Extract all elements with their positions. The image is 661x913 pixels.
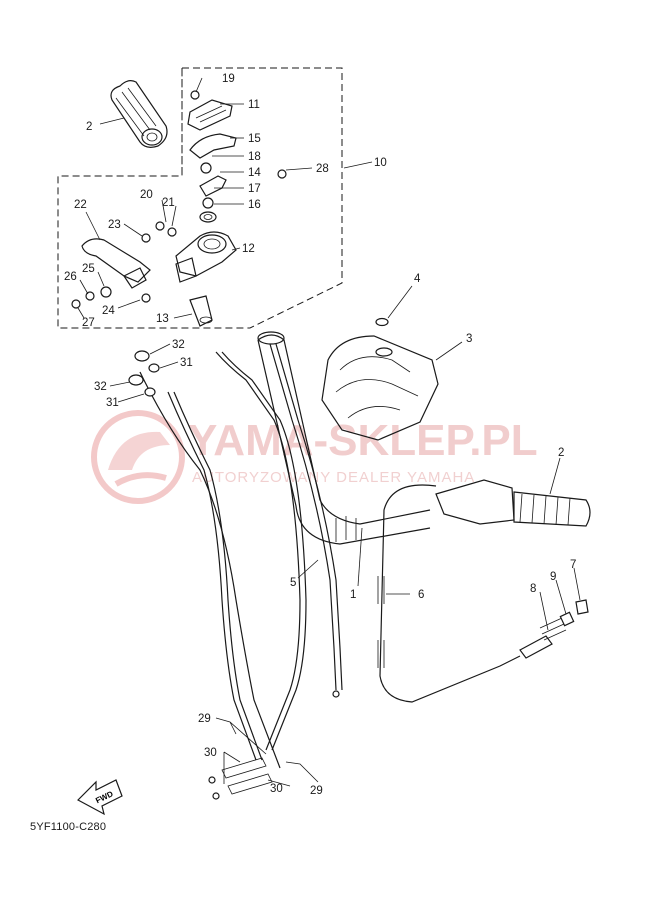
throttle-cable — [377, 484, 589, 703]
watermark: YAMA-SKLEP.PL AUTORYZOWANY DEALER YAMAHA — [91, 410, 538, 504]
brake-lever — [71, 221, 177, 309]
watermark-tagline: AUTORYZOWANY DEALER YAMAHA — [192, 469, 475, 486]
label-3: 3 — [466, 333, 472, 345]
label-2-right: 2 — [558, 447, 564, 459]
leader-lines — [77, 77, 581, 787]
watermark-logo — [91, 410, 185, 504]
label-32-bottom: 32 — [94, 381, 107, 393]
label-15: 15 — [248, 133, 261, 145]
label-32-top: 32 — [172, 339, 185, 351]
diagram-code: 5YF1100-C280 — [30, 821, 107, 833]
label-1: 1 — [350, 589, 356, 601]
label-8: 8 — [530, 583, 536, 595]
label-27: 27 — [82, 317, 95, 329]
label-26: 26 — [64, 271, 77, 283]
label-12: 12 — [242, 243, 255, 255]
part-labels: 2 19 11 15 18 14 17 16 28 10 12 20 21 22… — [64, 73, 576, 797]
label-23: 23 — [108, 219, 121, 231]
left-grip — [110, 80, 168, 148]
cables — [139, 343, 343, 800]
label-21: 21 — [162, 197, 175, 209]
watermark-brand: YAMA-SKLEP.PL — [188, 416, 538, 465]
label-29-right: 29 — [310, 785, 323, 797]
label-6: 6 — [418, 589, 424, 601]
washers — [128, 350, 160, 397]
label-5: 5 — [290, 577, 296, 589]
label-9: 9 — [550, 571, 556, 583]
label-16: 16 — [248, 199, 261, 211]
throttle-housing — [321, 317, 439, 441]
label-13: 13 — [156, 313, 169, 325]
label-20: 20 — [140, 189, 153, 201]
label-31-top: 31 — [180, 357, 193, 369]
label-18: 18 — [248, 151, 261, 163]
label-7: 7 — [570, 559, 576, 571]
label-19: 19 — [222, 73, 235, 85]
lever-bracket — [175, 231, 237, 327]
label-4: 4 — [414, 273, 421, 285]
right-grip — [435, 479, 591, 527]
label-24: 24 — [102, 305, 115, 317]
label-31-bottom: 31 — [106, 397, 119, 409]
cable-end-fittings — [208, 690, 340, 800]
label-10: 10 — [374, 157, 387, 169]
label-11: 11 — [248, 99, 260, 111]
label-14: 14 — [248, 167, 261, 179]
label-22: 22 — [74, 199, 87, 211]
label-25: 25 — [82, 263, 95, 275]
label-28: 28 — [316, 163, 329, 175]
bracket-parts — [187, 90, 287, 223]
forward-arrow-icon: FWD — [77, 779, 123, 816]
label-17: 17 — [248, 183, 261, 195]
label-29-left: 29 — [198, 713, 211, 725]
label-30-right: 30 — [270, 783, 283, 795]
label-30-left: 30 — [204, 747, 217, 759]
lever-assembly-box — [57, 67, 343, 329]
label-2-left: 2 — [86, 121, 92, 133]
